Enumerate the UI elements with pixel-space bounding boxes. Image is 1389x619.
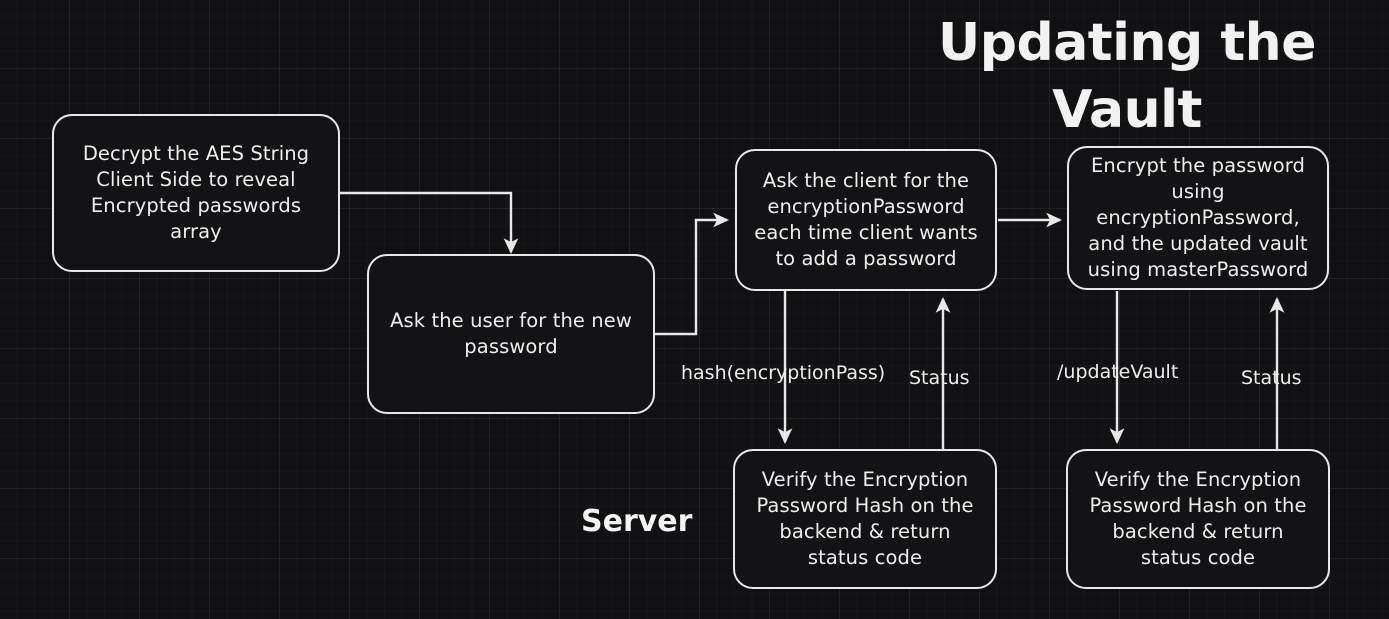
node-label: Verify the Encryption Password Hash on t… (1089, 468, 1307, 569)
edge-label-update-vault: /updateVault (1057, 361, 1179, 383)
node-label: Encrypt the password using encryptionPas… (1087, 154, 1309, 281)
node-label: Verify the Encryption Password Hash on t… (756, 468, 974, 569)
node-verify-hash-backend-right[interactable]: Verify the Encryption Password Hash on t… (1066, 449, 1330, 589)
page-title: Updating the Vault (938, 13, 1316, 140)
node-verify-hash-backend-left[interactable]: Verify the Encryption Password Hash on t… (733, 449, 997, 589)
node-label: Decrypt the AES String Client Side to re… (82, 142, 310, 243)
node-encrypt-password-and-vault[interactable]: Encrypt the password using encryptionPas… (1067, 146, 1329, 290)
edge-ask-user-to-ask-client (655, 212, 730, 336)
node-ask-client-encryption-password[interactable]: Ask the client for the encryptionPasswor… (735, 149, 997, 291)
edge-label-hash-encryption-pass: hash(encryptionPass) (681, 362, 886, 384)
edge-decrypt-to-ask-user (340, 191, 519, 255)
node-decrypt-aes-string[interactable]: Decrypt the AES String Client Side to re… (52, 114, 340, 272)
edge-label-status-left: Status (909, 367, 970, 389)
edge-label-status-right: Status (1241, 367, 1302, 389)
swimlane-label-server: Server (581, 504, 693, 539)
node-label: Ask the user for the new password (390, 309, 632, 358)
node-ask-user-new-password[interactable]: Ask the user for the new password (367, 254, 655, 414)
node-label: Ask the client for the encryptionPasswor… (754, 169, 978, 270)
